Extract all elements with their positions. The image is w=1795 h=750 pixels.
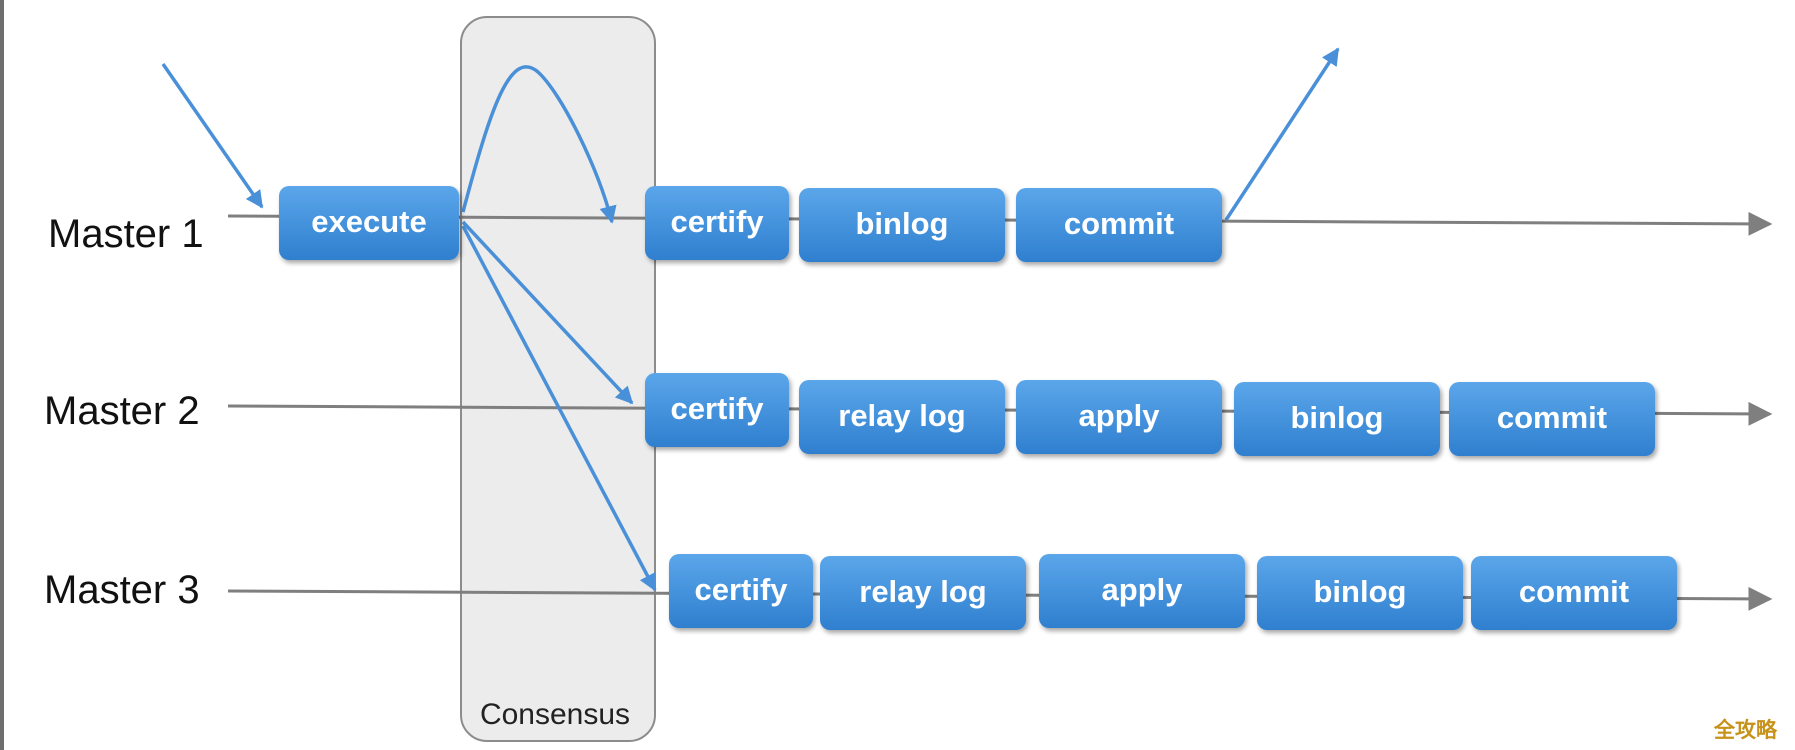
svg-text:certify: certify (670, 204, 764, 239)
step-box-relay-log: relay log (820, 556, 1026, 630)
step-box-certify: certify (645, 373, 789, 447)
svg-text:certify: certify (694, 572, 788, 607)
svg-text:apply: apply (1102, 572, 1184, 607)
step-box-commit: commit (1016, 188, 1222, 262)
svg-text:commit: commit (1519, 574, 1629, 609)
consensus-label: Consensus (480, 698, 630, 731)
svg-text:certify: certify (670, 391, 764, 426)
svg-text:commit: commit (1064, 206, 1174, 241)
svg-text:apply: apply (1079, 398, 1161, 433)
consensus-loop-arrow (461, 65, 617, 224)
consensus-region (460, 16, 656, 742)
svg-text:relay log: relay log (859, 574, 987, 609)
master-2-label: Master 2 (44, 389, 200, 433)
step-box-binlog: binlog (1257, 556, 1463, 630)
step-box-execute: execute (279, 186, 459, 260)
svg-text:binlog: binlog (1291, 400, 1384, 435)
svg-text:commit: commit (1497, 400, 1607, 435)
svg-text:execute: execute (311, 204, 426, 239)
svg-text:relay log: relay log (838, 398, 966, 433)
step-box-apply: apply (1039, 554, 1245, 628)
svg-text:binlog: binlog (1314, 574, 1407, 609)
master-1-label: Master 1 (48, 212, 204, 256)
step-box-binlog: binlog (799, 188, 1005, 262)
step-box-commit: commit (1449, 382, 1655, 456)
left-border (0, 0, 4, 750)
outgoing-commit-arrow (1224, 47, 1340, 221)
step-box-certify: certify (669, 554, 813, 628)
broadcast-arrow-master-2 (461, 220, 634, 405)
step-box-certify: certify (645, 186, 789, 260)
incoming-transaction-arrow (161, 63, 264, 209)
step-box-commit: commit (1471, 556, 1677, 630)
step-box-relay-log: relay log (799, 380, 1005, 454)
watermark: 全攻略 (1714, 718, 1777, 742)
broadcast-arrow-master-3 (461, 225, 657, 592)
step-box-apply: apply (1016, 380, 1222, 454)
master-3-label: Master 3 (44, 568, 200, 612)
step-box-binlog: binlog (1234, 382, 1440, 456)
svg-text:binlog: binlog (856, 206, 949, 241)
